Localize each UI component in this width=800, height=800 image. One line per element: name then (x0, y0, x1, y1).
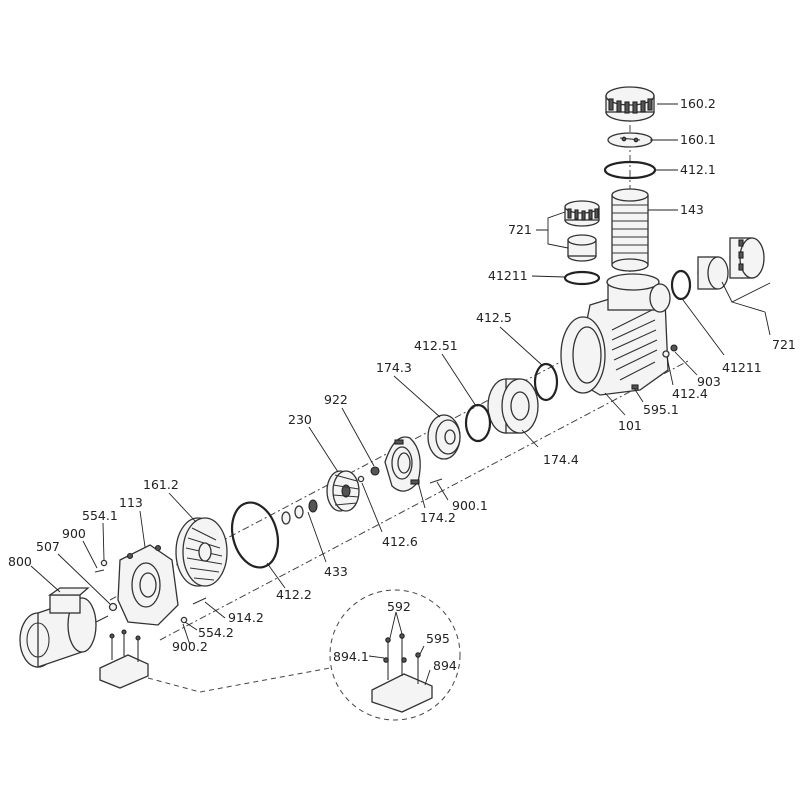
leader-lines (30, 103, 771, 686)
label-507: 507 (36, 539, 60, 554)
label-903: 903 (697, 374, 721, 389)
o-ring-412-4 (662, 350, 670, 358)
diffuser-part (487, 378, 539, 434)
motor-bracket-part (117, 544, 179, 626)
label-174-4: 174.4 (543, 452, 579, 467)
label-894: 894 (433, 658, 457, 673)
union-right-part (697, 237, 765, 290)
motor-foot-part (99, 629, 149, 689)
mechanical-seal-part (281, 499, 318, 525)
washer-554-2 (180, 616, 188, 624)
label-412-51: 412.51 (414, 338, 458, 353)
screw-900-1 (429, 478, 443, 484)
washer-554-1 (100, 559, 108, 567)
o-ring-412-51 (464, 403, 492, 443)
housing-cover-part (175, 517, 228, 587)
label-900-1: 900.1 (452, 498, 488, 513)
label-554-2: 554.2 (198, 625, 234, 640)
label-894-1: 894.1 (333, 649, 369, 664)
label-412-1: 412.1 (680, 162, 716, 177)
label-721-left: 721 (508, 222, 532, 237)
label-412-2: 412.2 (276, 587, 312, 602)
detail-magnifier (147, 589, 461, 721)
label-914-2: 914.2 (228, 610, 264, 625)
lid-ring-part (605, 86, 655, 122)
label-922: 922 (324, 392, 348, 407)
o-ring-41211-left (563, 270, 601, 286)
impeller-part (326, 470, 360, 512)
label-160-2: 160.2 (680, 96, 716, 111)
lid-part (607, 132, 653, 148)
label-412-4: 412.4 (672, 386, 708, 401)
label-433: 433 (324, 564, 348, 579)
slinger-507 (108, 602, 118, 612)
motor-part (19, 587, 109, 668)
label-160-1: 160.1 (680, 132, 716, 147)
label-230: 230 (288, 412, 312, 427)
label-101: 101 (618, 418, 642, 433)
strainer-basket-part (611, 188, 649, 272)
label-113: 113 (119, 495, 143, 510)
label-721-right: 721 (772, 337, 796, 352)
label-800: 800 (8, 554, 32, 569)
part-labels: 160.2 160.1 412.1 143 721 41211 412.5 41… (8, 96, 796, 673)
label-412-6: 412.6 (382, 534, 418, 549)
label-554-1: 554.1 (82, 508, 118, 523)
diffuser-plate-part (427, 414, 461, 460)
screw-914-2 (192, 597, 207, 605)
label-161-2: 161.2 (143, 477, 179, 492)
label-412-5: 412.5 (476, 310, 512, 325)
union-left-part (564, 200, 600, 262)
o-ring-412-6 (357, 475, 365, 483)
label-595: 595 (426, 631, 450, 646)
o-ring-412-5 (533, 362, 559, 402)
screw-900 (94, 569, 105, 573)
label-143: 143 (680, 202, 704, 217)
pump-housing-part (560, 273, 671, 396)
seal-plate-part (384, 436, 421, 492)
foot-595-1 (631, 384, 639, 390)
label-174-2: 174.2 (420, 510, 456, 525)
drain-plug-903 (670, 344, 678, 352)
label-595-1: 595.1 (643, 402, 679, 417)
label-900: 900 (62, 526, 86, 541)
label-592: 592 (387, 599, 411, 614)
label-41211-left: 41211 (488, 268, 528, 283)
label-900-2: 900.2 (172, 639, 208, 654)
label-41211-right: 41211 (722, 360, 762, 375)
impeller-nut-922 (370, 466, 380, 476)
label-174-3: 174.3 (376, 360, 412, 375)
o-ring-412-2 (230, 501, 280, 569)
o-ring-41211-right (670, 269, 692, 301)
screw-900-2 (182, 623, 187, 634)
